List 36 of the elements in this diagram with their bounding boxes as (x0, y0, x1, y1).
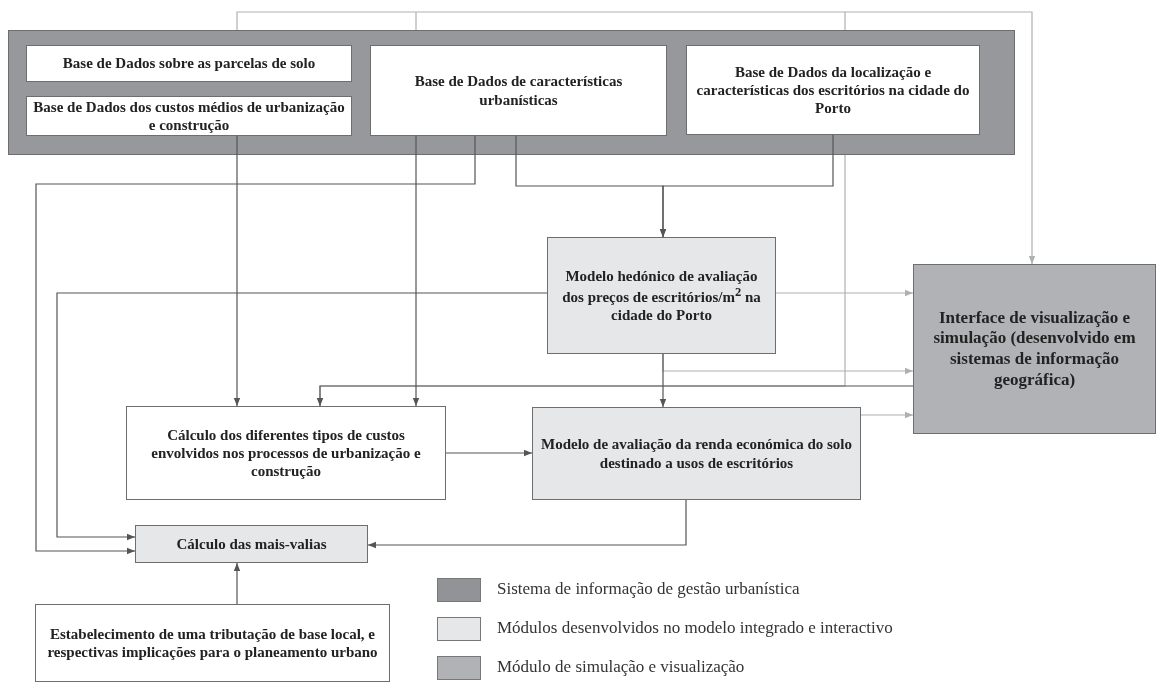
box-label: Base de Dados da localização e características dos escritórios na cidade do Porto (695, 62, 971, 118)
legend-label: Sistema de informação de gestão urbanística (497, 579, 800, 599)
arrow (659, 134, 834, 238)
legend-label: Módulo de simulação e visualização (497, 657, 745, 677)
process-box (35, 604, 390, 682)
arrow (445, 449, 533, 457)
arrow (775, 289, 914, 297)
box-label: Estabelecimento de uma tributação de base local, e respectivas implicações para o planeamento urbano (46, 624, 379, 662)
box-label: Base de Dados sobre as parcelas de solo (61, 54, 317, 73)
process-box (26, 45, 352, 82)
module-box (532, 407, 861, 500)
box-label: Modelo hedónico de avaliação dos preços de escritórios/m$^{2}$ na cidade do Porto (561, 266, 762, 325)
arrow (659, 353, 667, 408)
process-box (370, 45, 667, 136)
arrow (233, 562, 241, 605)
arrow (367, 499, 687, 549)
module-box (135, 525, 368, 563)
arrow (412, 135, 420, 407)
arrow (233, 135, 241, 407)
box-label: Cálculo dos diferentes tipos de custos envolvidos nos processos de urbanização e construção (150, 425, 422, 481)
arrow (56, 292, 548, 541)
box-label: Base de Dados de características urbanísticas (413, 72, 624, 109)
process-box (686, 45, 980, 135)
process-box (126, 406, 446, 500)
arrow (316, 385, 914, 407)
box-label: Base de Dados dos custos médios de urbanização e construção (32, 97, 346, 135)
system-band (8, 30, 1015, 155)
box-label: Modelo de avaliação da renda económica do solo destinado a usos de escritórios (540, 435, 853, 472)
arrow (236, 11, 1036, 265)
interface-box (913, 264, 1156, 434)
box-label: Cálculo das mais-valias (175, 534, 328, 554)
arrow (860, 411, 914, 419)
module-box (547, 237, 776, 354)
arrow (35, 135, 476, 555)
legend-label: Módulos desenvolvidos no modelo integrado e interactivo (497, 618, 893, 638)
box-label: Interface de visualização e simulação (desenvolvido em sistemas de informação geográfica) (932, 307, 1137, 391)
